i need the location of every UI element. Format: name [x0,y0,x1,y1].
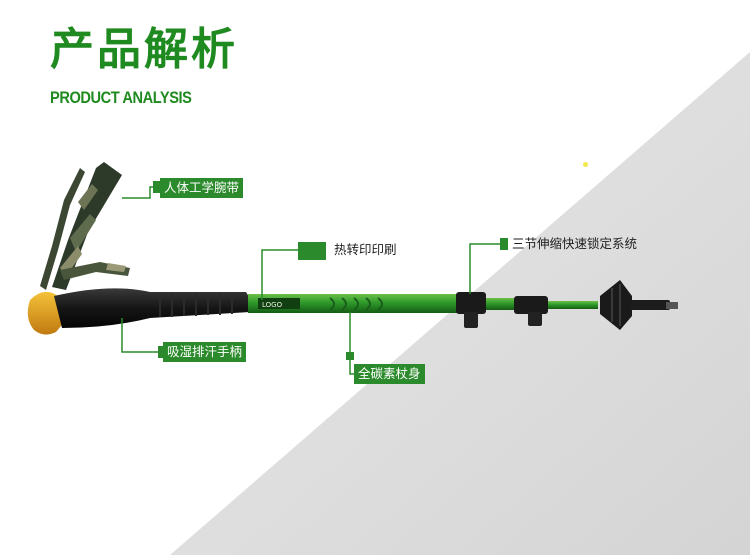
callout-wrist-strap: 人体工学腕带 [160,178,244,198]
page-title: 产品解析 [50,24,238,75]
callout-grip: 吸湿排汗手柄 [163,342,247,362]
callout-heat-transfer: 热转印印刷 [334,242,397,257]
wrist-strap [40,162,130,290]
svg-text:LOGO: LOGO [262,301,283,309]
callout-lock-system: 三节伸缩快速锁定系统 [512,236,638,251]
callout-carbon-body: 全碳素杖身 [354,364,425,384]
page-subtitle: PRODUCT ANALYSIS [50,88,192,107]
highlight-dot [583,162,588,167]
grip-handle [27,288,251,335]
basket-tip [600,280,678,330]
lock-clamps [456,292,548,328]
pole-shaft: LOGO [248,294,598,313]
callout-markers [153,181,508,360]
